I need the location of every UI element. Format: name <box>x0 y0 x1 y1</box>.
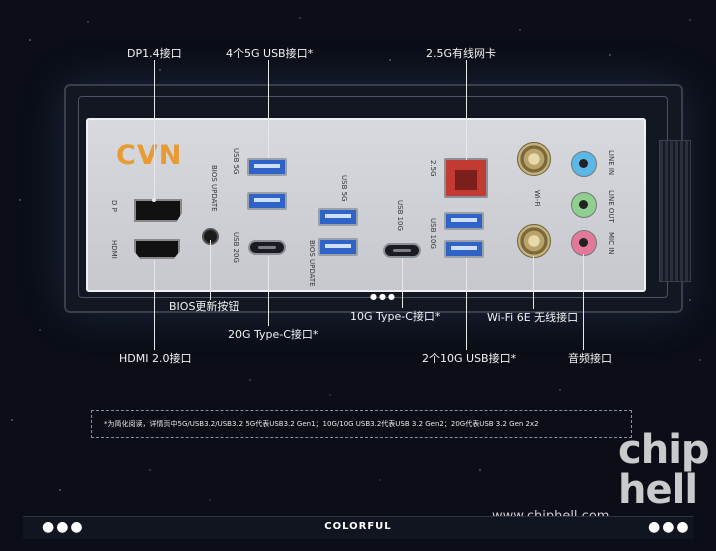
usb20g-plate-label: USB 20G <box>232 232 240 263</box>
footer-dots-left: ●●● <box>42 519 85 535</box>
usb5g-plate-label-a: USB 5G <box>232 148 240 175</box>
chiphell-watermark-logo: chip hell <box>618 427 710 513</box>
line-out-plate-label: LINE OUT <box>607 190 615 223</box>
hdmi-port <box>134 239 180 259</box>
usb5g-port-3 <box>318 208 358 226</box>
typec-20g-port <box>248 240 286 255</box>
usb5g-callout-label: 4个5G USB接口* <box>226 47 314 60</box>
brand-logo: CVN <box>116 140 183 171</box>
line-in-jack <box>571 151 597 177</box>
bios-callout-line <box>210 240 211 300</box>
lan-port <box>444 158 488 198</box>
footer-bar <box>23 516 693 539</box>
dp-callout-dot <box>152 198 156 202</box>
dp-callout-label: DP1.4接口 <box>127 47 182 60</box>
wifi-antenna-connector-1 <box>517 142 551 176</box>
footer-dots-right: ●●● <box>648 519 691 535</box>
lan-callout-line <box>466 60 467 160</box>
usb10g-port-2 <box>444 240 484 258</box>
lan-plate-label: 2.5G <box>429 160 437 177</box>
usb10g-callout-line <box>466 258 467 350</box>
line-out-jack <box>571 192 597 218</box>
dp-port <box>134 199 182 222</box>
dp-plate-label: D P <box>110 200 118 212</box>
footer-brand: COLORFUL <box>324 521 392 532</box>
usb5g-port-2 <box>247 192 287 210</box>
typec20g-callout-line <box>268 256 269 326</box>
wifi-callout-label: Wi-Fi 6E 无线接口 <box>487 311 579 324</box>
wifi-antenna-connector-2 <box>517 224 551 258</box>
usb5g-port-4 <box>318 238 358 256</box>
wifi-callout-line <box>533 256 534 309</box>
lan-callout-label: 2.5G有线网卡 <box>426 47 497 60</box>
typec10g-callout-line <box>402 258 403 308</box>
bios-update-plate-label: BIOS UPDATE <box>210 165 218 212</box>
hdmi-callout-label: HDMI 2.0接口 <box>119 352 192 365</box>
mic-in-plate-label: MIC IN <box>607 232 615 255</box>
bios-update-plate-label-b: BIOS UPDATE <box>308 240 316 287</box>
frame-dots: ●●● <box>370 292 397 301</box>
typec10g-callout-label: 10G Type-C接口* <box>350 310 441 323</box>
typec-10g-port <box>383 243 421 258</box>
usb10g-port-1 <box>444 212 484 230</box>
audio-callout-line <box>583 254 584 350</box>
dp-callout-line <box>154 60 155 200</box>
typec20g-callout-label: 20G Type-C接口* <box>228 328 319 341</box>
wifi-plate-label: Wi-Fi <box>533 190 541 207</box>
footnote-box: *为简化阅读，详情页中5G/USB3.2/USB3.2 5G代表USB3.2 G… <box>91 410 632 438</box>
usb10g-c-plate-label: USB 10G <box>396 200 404 231</box>
hdmi-callout-line <box>154 260 155 350</box>
hdmi-plate-label: HDMI <box>110 240 118 259</box>
usb10g-callout-label: 2个10G USB接口* <box>422 352 517 365</box>
usb5g-callout-line <box>268 60 269 158</box>
usb5g-plate-label-b: USB 5G <box>340 175 348 202</box>
bios-callout-label: BIOS更新按钮 <box>169 300 240 313</box>
audio-callout-label: 音频接口 <box>568 352 612 365</box>
line-in-plate-label: LINE IN <box>607 150 615 176</box>
mic-in-jack <box>571 230 597 256</box>
usb10g-plate-label: USB 10G <box>429 218 437 249</box>
usb5g-port-1 <box>247 158 287 176</box>
heatsink-ribs <box>659 140 691 282</box>
